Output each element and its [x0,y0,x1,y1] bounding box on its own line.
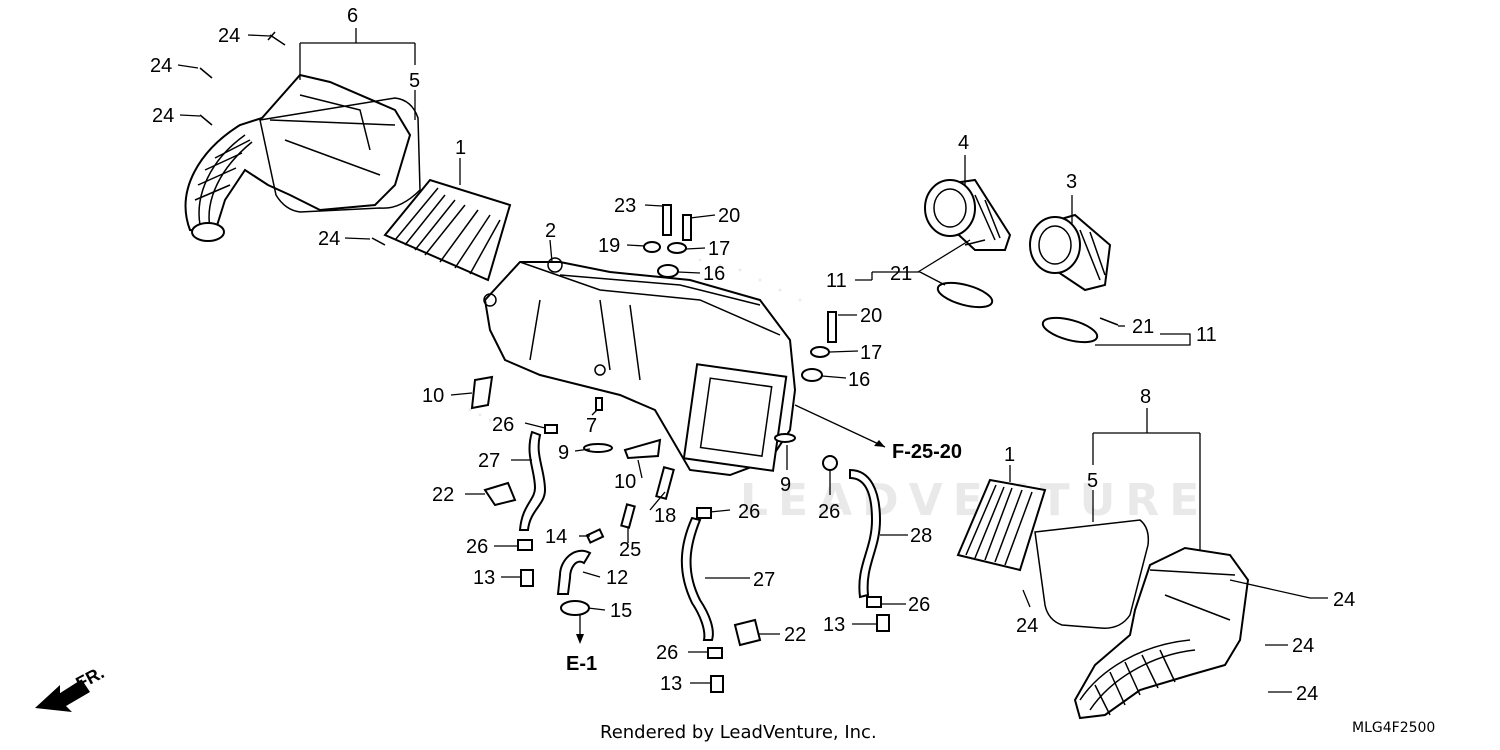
callout-10-left: 10 [422,385,444,407]
sensor-18 [655,465,675,501]
callout-17-top: 17 [708,238,730,260]
diagram-code: MLG4F2500 [1352,720,1435,736]
callout-16-top: 16 [703,263,725,285]
callout-27-left: 27 [478,450,500,472]
reference-e-1: E-1 [566,653,597,675]
callout-24-f: 24 [1016,615,1038,637]
air-cleaner-case [483,257,797,477]
callout-21-right: 21 [1132,316,1154,338]
drain-hose-left [483,424,558,587]
callout-15: 15 [610,600,632,622]
callout-14: 14 [545,526,567,548]
band-11-left [936,281,994,309]
callout-13-a: 13 [473,567,495,589]
callout-13-b: 13 [660,673,682,695]
drain-tube-center [556,528,605,616]
callout-labels: 6 5 1 24 24 24 24 2 23 20 19 17 16 4 3 2… [150,5,1355,705]
callout-12: 12 [606,567,628,589]
air-cleaner-cover-left [184,73,412,242]
band-11-right [1041,316,1099,344]
air-funnel-4 [924,178,1012,251]
callout-22-left: 22 [432,484,454,506]
callout-1-right: 1 [1004,444,1015,466]
callout-26-e: 26 [818,501,840,523]
gasket-left [259,97,421,213]
callout-3: 3 [1066,171,1077,193]
callout-7: 7 [586,415,597,437]
callout-26-d: 26 [656,642,678,664]
watermark-text: LEADVENTURE [740,475,1209,526]
callout-20-right: 20 [860,305,882,327]
front-direction-arrow [35,679,90,712]
rendered-by-footer: Rendered by LeadVenture, Inc. [600,722,877,743]
callout-26-a: 26 [492,414,514,436]
air-cleaner-cover-right [1073,546,1250,720]
callout-27-center: 27 [753,569,775,591]
callout-21-left: 21 [890,263,912,285]
pad-10-left [470,375,494,410]
breather-hose-right [822,455,890,632]
callout-6: 6 [347,5,358,27]
callout-4: 4 [958,132,969,154]
callout-26-f: 26 [908,594,930,616]
callout-24-g: 24 [1292,635,1314,657]
callout-11-right: 11 [1196,324,1217,346]
drain-hose-center [680,507,762,693]
callout-23: 23 [614,195,636,217]
pad-10-center [623,438,662,460]
callout-16-right: 16 [848,369,870,391]
callout-22-center: 22 [784,624,806,646]
callout-5-left: 5 [409,70,420,92]
air-cleaner-element-left [383,178,512,282]
callout-10-center: 10 [614,471,636,493]
gasket-right [1034,519,1150,629]
callout-24-h: 24 [1296,683,1318,705]
leader-lines [177,28,1328,693]
callout-24-d: 24 [318,228,340,250]
callout-2: 2 [545,220,556,242]
callout-13-c: 13 [823,614,845,636]
callout-28: 28 [910,525,932,547]
callout-1-left: 1 [455,137,466,159]
callout-9-left: 9 [558,442,569,464]
callout-19: 19 [598,235,620,257]
callout-24-b: 24 [150,55,172,77]
callout-5-right: 5 [1087,470,1098,492]
callout-26-b: 26 [738,501,760,523]
leadventure-watermark: LEADVENTURE [468,258,1209,526]
callout-24-c: 24 [152,105,174,127]
callout-11-left: 11 [826,270,847,292]
callout-25: 25 [619,539,641,561]
callout-8: 8 [1140,386,1151,408]
callout-20-top: 20 [718,205,740,227]
air-funnel-3 [1029,213,1112,292]
bolt-25 [620,503,636,529]
callout-17-right: 17 [860,342,882,364]
small-hardware [199,31,1119,453]
callout-18: 18 [654,505,676,527]
callout-24-a: 24 [218,25,240,47]
callout-26-c: 26 [466,536,488,558]
reference-f-25-20: F-25-20 [892,441,962,463]
callout-24-e: 24 [1333,589,1355,611]
air-cleaner-element-right [956,478,1047,572]
callout-9-right: 9 [780,474,791,496]
